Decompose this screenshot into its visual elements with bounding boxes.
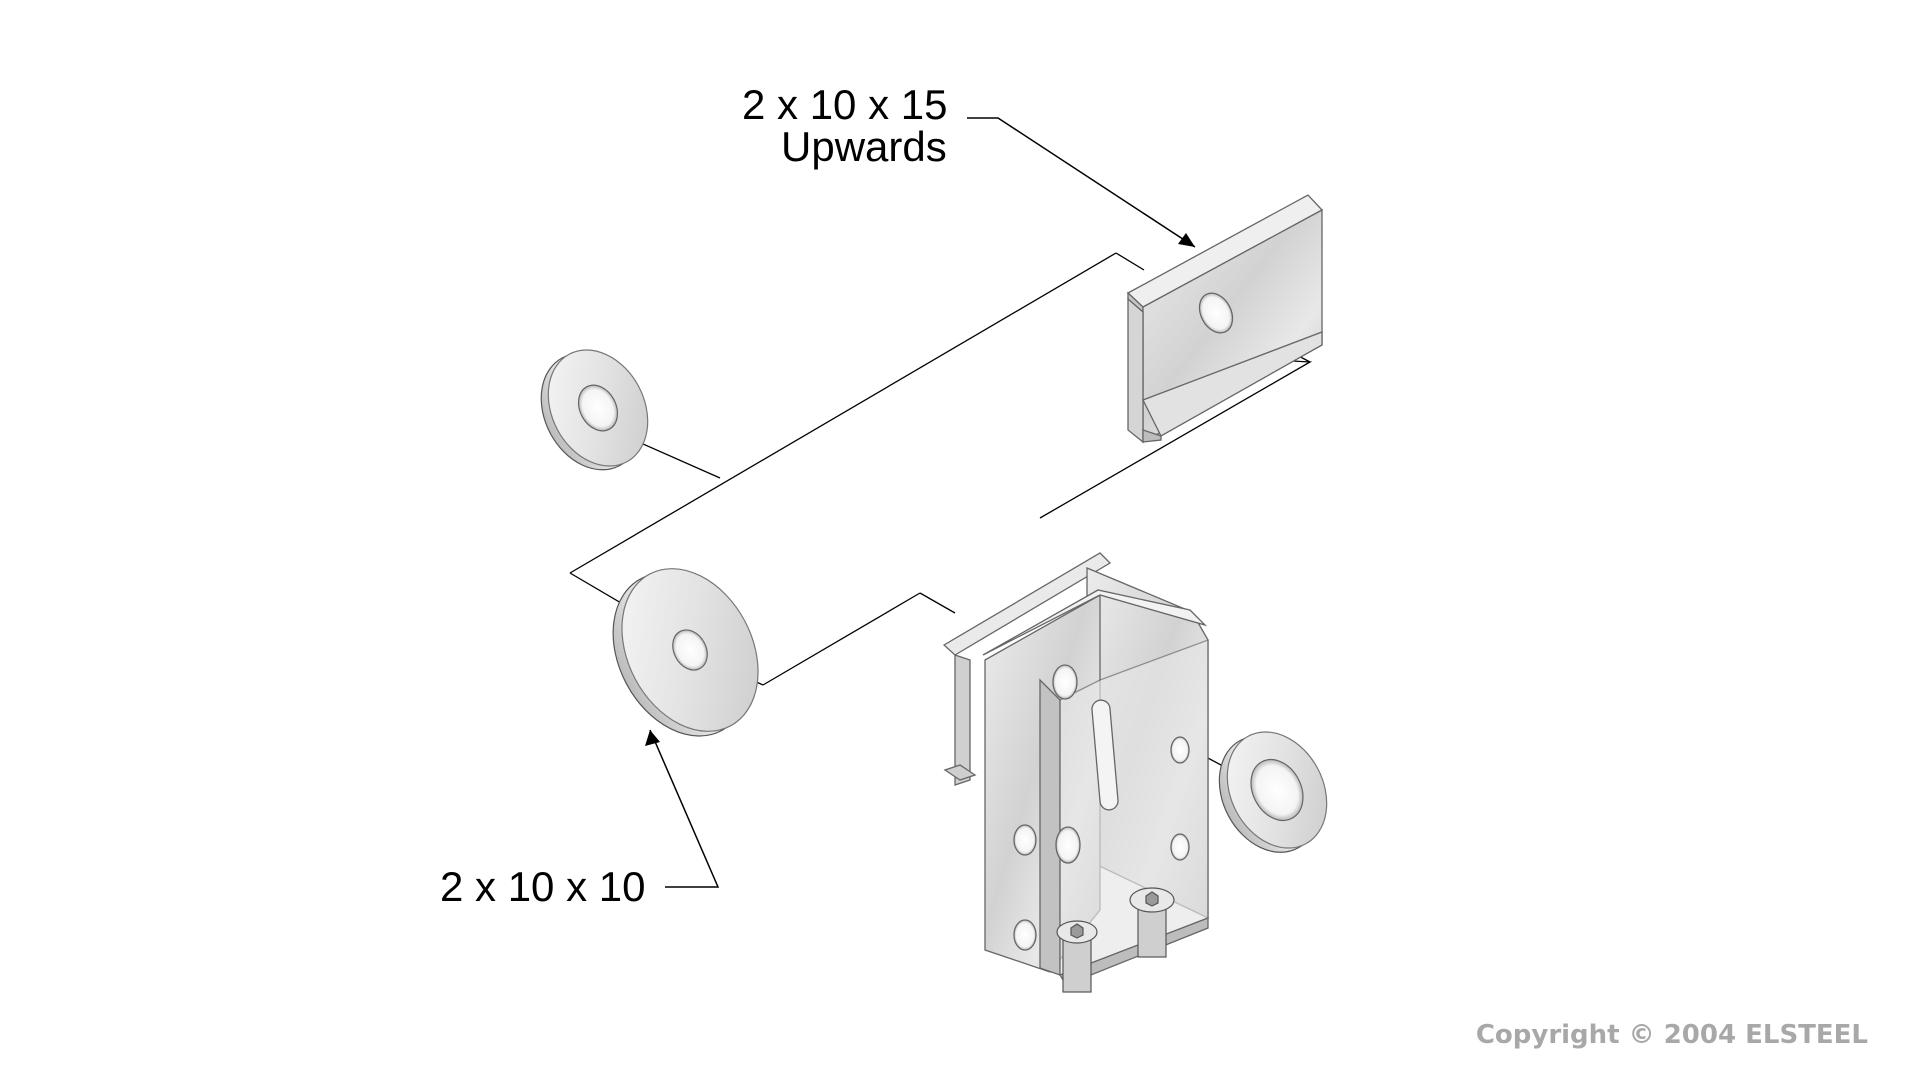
leader-bottom bbox=[649, 729, 720, 888]
rail-outline-top bbox=[569, 252, 1117, 574]
callout-top-size: 2 x 10 x 15 bbox=[742, 81, 948, 128]
hex-socket-screw-icon bbox=[1129, 887, 1175, 958]
mounting-bracket-icon bbox=[942, 552, 1209, 986]
rail-outline-bottom bbox=[762, 592, 921, 686]
arrowhead-bottom bbox=[645, 730, 660, 746]
arrowhead-top bbox=[1178, 233, 1195, 247]
flat-washer-icon bbox=[612, 568, 759, 737]
hex-socket-screw-icon bbox=[1056, 920, 1098, 993]
copyright-notice: Copyright © 2004 ELSTEEL bbox=[1475, 1020, 1868, 1050]
leader-top bbox=[967, 117, 1196, 248]
leader-lines bbox=[649, 117, 1196, 888]
rail-outline-edge bbox=[1115, 252, 1145, 271]
rail-outline-bottom-edge bbox=[919, 592, 956, 614]
flat-washer-icon bbox=[540, 349, 649, 471]
callout-bottom-size: 2 x 10 x 10 bbox=[440, 863, 646, 910]
spacer-bracket-icon bbox=[1126, 194, 1324, 444]
flat-washer-icon bbox=[1218, 731, 1328, 853]
callout-top-note: Upwards bbox=[781, 123, 947, 170]
